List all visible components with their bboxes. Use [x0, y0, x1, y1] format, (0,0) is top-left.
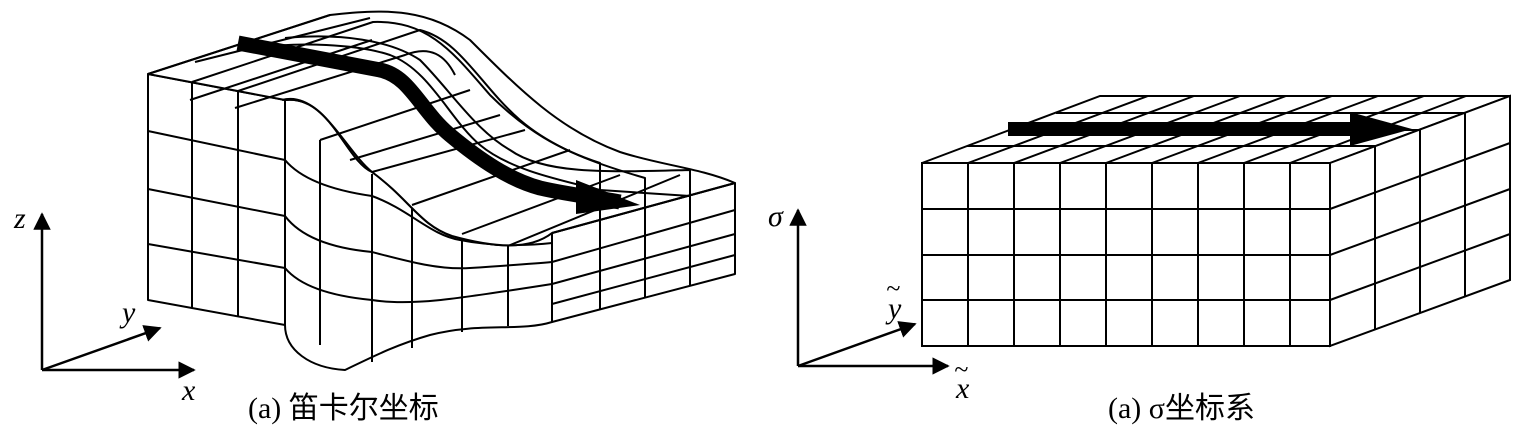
flow-arrow-terrain	[236, 35, 622, 210]
x-tilde-axis-label: x	[955, 372, 970, 405]
flow-arrow-terrain-head	[576, 180, 640, 214]
sigma-front-face	[921, 162, 1331, 347]
cartesian-caption: (a) 笛卡尔坐标	[248, 392, 439, 425]
y-axis-label: y	[119, 296, 136, 329]
cartesian-panel	[147, 10, 736, 371]
sigma-caption: (a) σ坐标系	[1108, 392, 1255, 425]
y-tilde-axis	[797, 321, 917, 368]
z-axis-label: z	[13, 202, 26, 235]
y-tilde-axis-label: y	[885, 292, 902, 325]
y-tilde-axis-tilde: ~	[886, 274, 900, 303]
x-tilde-axis-tilde: ~	[954, 355, 968, 384]
cartesian-axes	[33, 212, 196, 379]
x-axis-label: x	[181, 374, 196, 407]
sigma-axes	[789, 208, 950, 375]
flow-arrow-sigma-head	[1350, 112, 1412, 146]
sigma-panel	[921, 94, 1511, 348]
sigma-side-face	[1329, 94, 1511, 348]
terrain-profile-face	[284, 98, 553, 371]
left-front-face	[147, 73, 286, 326]
sigma-axis-label: σ	[768, 200, 784, 233]
y-axis	[41, 325, 162, 372]
